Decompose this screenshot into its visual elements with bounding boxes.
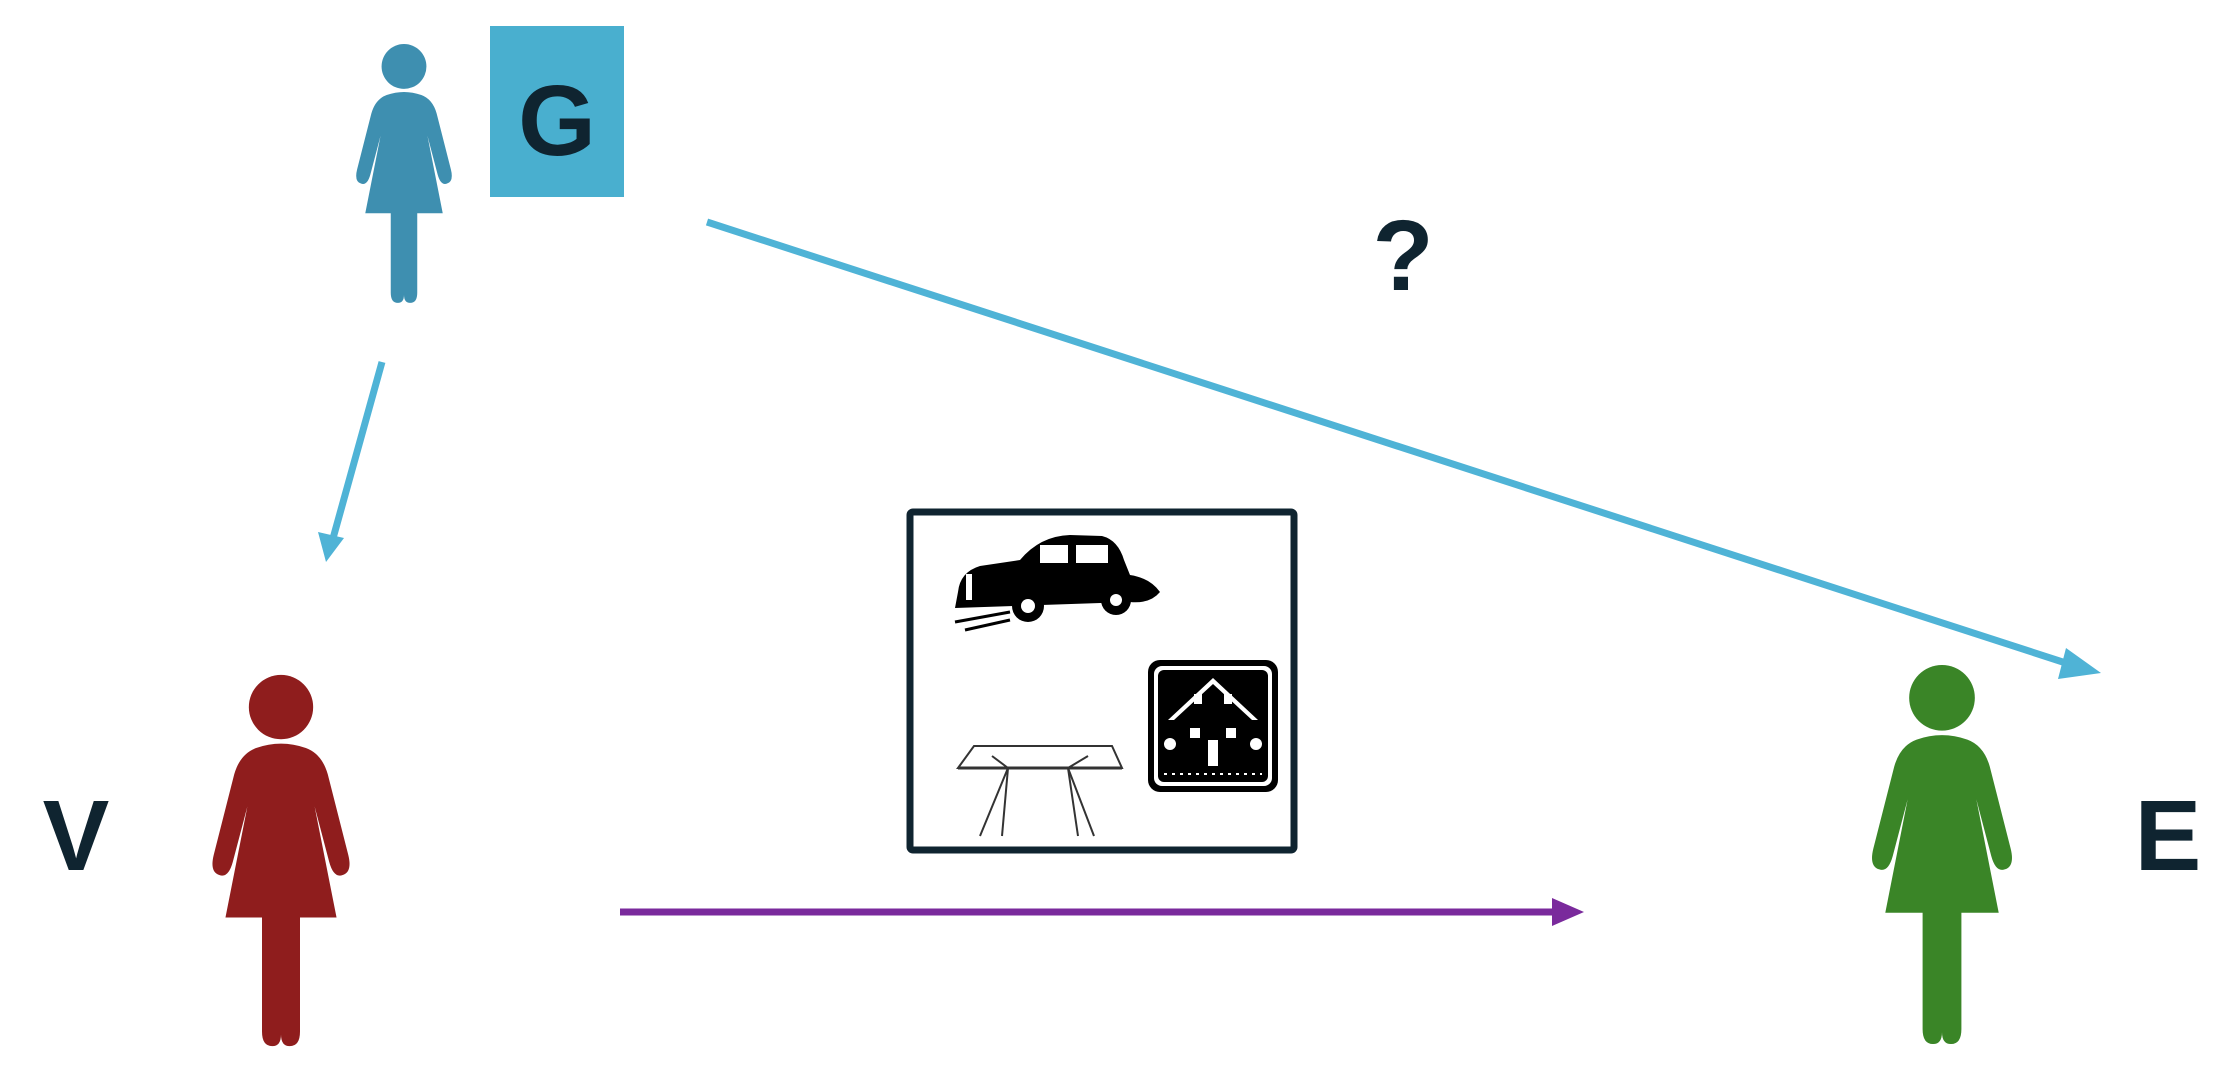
heir-label: E [2135, 780, 2202, 892]
table-icon [956, 745, 1124, 837]
arrow-grandparent-to-victim [318, 361, 386, 562]
victim-person-icon [212, 674, 350, 1047]
car-icon [954, 535, 1160, 632]
arrow-victim-to-heir [620, 898, 1584, 926]
grandparent-badge-label: G [518, 65, 596, 177]
grandparent-badge-box [490, 26, 624, 197]
heir-figure [1872, 664, 2012, 1045]
victim-figure [212, 674, 350, 1047]
arrow-grandparent-to-heir [705, 218, 2101, 679]
assets-box [906, 508, 1298, 854]
victim-label: V [43, 780, 110, 892]
grandparent-badge: G [490, 26, 624, 197]
grandparent-figure [356, 44, 452, 303]
heir-person-icon [1872, 664, 2012, 1045]
house-icon [1148, 660, 1278, 792]
question-mark-label: ? [1372, 200, 1433, 312]
grandparent-person-icon [356, 44, 452, 303]
